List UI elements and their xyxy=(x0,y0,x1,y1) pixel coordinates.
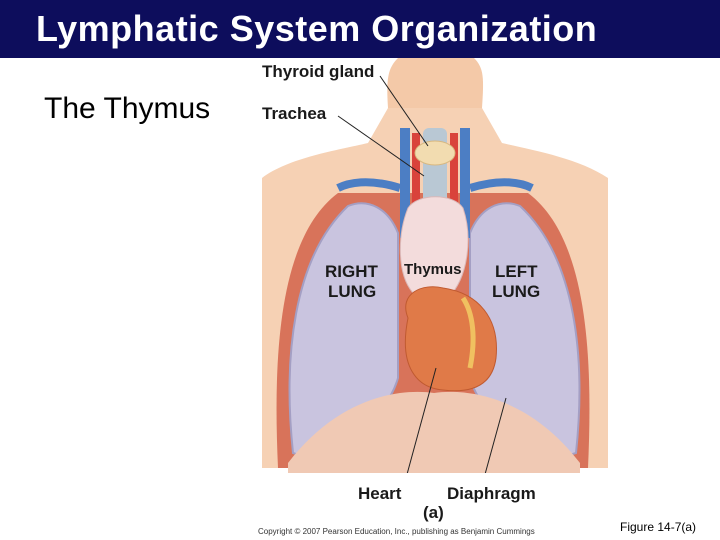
artery-right xyxy=(450,133,458,233)
slide-subtitle: The Thymus xyxy=(44,92,211,125)
label-right-lung-line2: LUNG xyxy=(328,282,377,301)
label-right-lung-line1: RIGHT xyxy=(325,262,378,281)
heart-vessel xyxy=(460,296,476,369)
diaphragm xyxy=(288,391,580,473)
heart xyxy=(404,286,497,392)
label-trachea: Trachea xyxy=(262,104,327,123)
label-panel-a: (a) xyxy=(423,503,444,522)
figure-number: Figure 14-7(a) xyxy=(620,520,697,534)
artery-left xyxy=(412,133,420,233)
vein-left xyxy=(400,128,410,238)
label-heart: Heart xyxy=(358,484,402,503)
leader-diaphragm xyxy=(483,397,507,479)
label-left-lung-line2: LUNG xyxy=(492,282,541,301)
label-panel xyxy=(248,473,620,528)
trachea xyxy=(423,128,447,208)
thyroid-gland xyxy=(414,140,456,166)
subclavian-left xyxy=(336,178,402,192)
vein-right xyxy=(460,128,470,238)
copyright-notice: Copyright © 2007 Pearson Education, Inc.… xyxy=(258,527,535,536)
label-left-lung-line1: LEFT xyxy=(495,262,538,281)
label-diaphragm: Diaphragm xyxy=(447,484,536,503)
leader-heart xyxy=(405,367,437,479)
neck xyxy=(387,58,484,108)
leader-thyroid xyxy=(379,75,429,147)
slide-title: Lymphatic System Organization xyxy=(36,8,598,49)
title-bar xyxy=(0,0,720,58)
label-thyroid-gland: Thyroid gland xyxy=(262,62,375,81)
subclavian-right xyxy=(468,178,534,192)
thymus-illustration xyxy=(248,58,620,528)
leader-trachea xyxy=(337,115,425,177)
label-thymus: Thymus xyxy=(404,261,462,278)
